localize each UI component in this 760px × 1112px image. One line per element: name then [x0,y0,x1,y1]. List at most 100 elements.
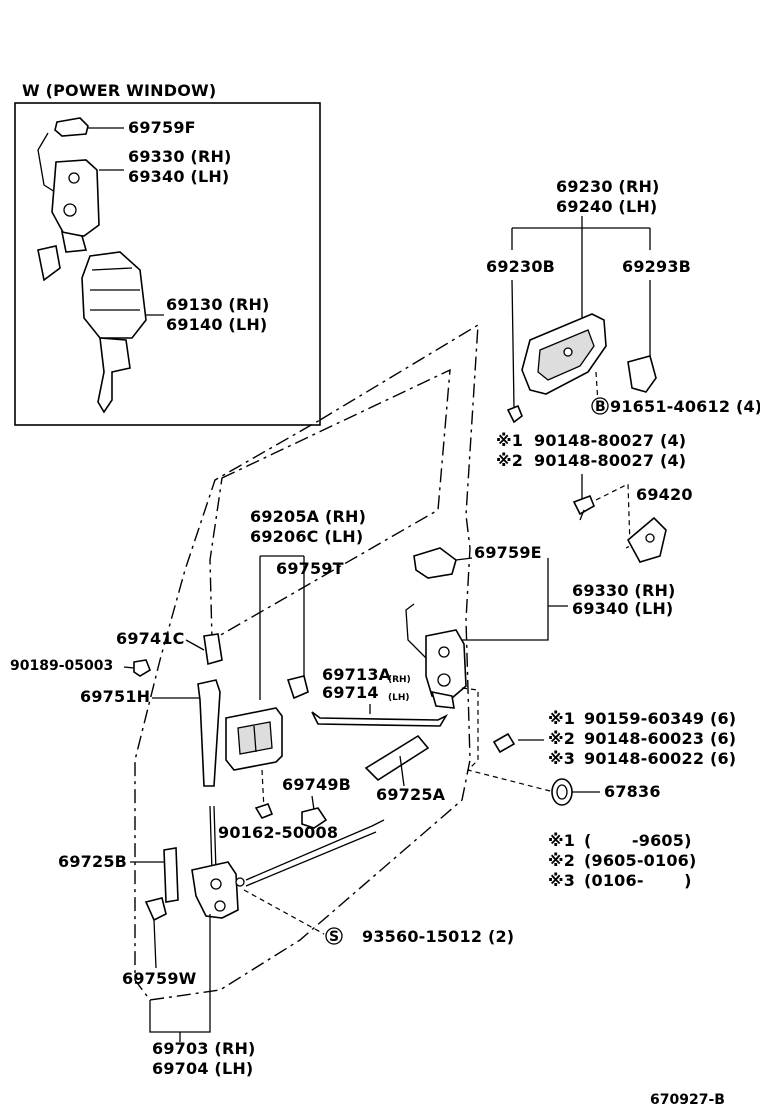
door-lock-body [425,629,467,699]
s1-mark: ※1 [548,709,575,728]
inset-lock-hole-2 [63,203,77,217]
clip-90189 [133,659,151,677]
label-69759F-inset: 69759F [128,118,196,137]
label-69340-lh-inset: 69340 (LH) [128,167,229,186]
leader-90189 [123,666,135,669]
label-69140-lh: 69140 (LH) [166,315,267,334]
clip-69759W [144,897,167,922]
door-lock-group: 69759E 69330 (RH) 69340 (LH) [405,543,676,709]
clip-69759T [286,675,309,700]
label-90159: 90159-60349 (6) [584,709,736,728]
leader-69420-dash [595,483,631,549]
inset-actuator-ribs [90,267,140,311]
label-67836: 67836 [604,782,661,801]
bracket-69330 [460,558,549,641]
guide-69741C [203,633,223,666]
inset-frame [14,102,321,426]
left-side-parts: 69741C 90189-05003 69751H [10,629,223,787]
label-69206C-lh: 69206C (LH) [250,527,363,546]
bolt-90148-80027 [572,494,596,516]
label-69230B: 69230B [486,257,555,276]
label-90148-80027-b: 90148-80027 (4) [534,451,686,470]
inset-lock-foot [60,230,88,253]
leader-69741C [185,639,205,651]
rod-group: 69713A (RH) 69714 (LH) [311,665,449,727]
b-code-circle [591,397,609,415]
lower-door-lock [191,861,239,919]
figure-id: 670927-B [650,1092,725,1108]
label-69330-rh: 69330 (RH) [572,581,676,600]
label-rh-small: (RH) [388,675,411,685]
label-69340-lh: 69340 (LH) [572,599,673,618]
handle-pivot [563,347,573,357]
lock-rod [405,603,431,663]
s-code-circle [325,927,343,945]
pad-69725B [163,847,179,903]
n1-mark: ※1 [548,831,575,850]
screw-90162 [254,803,274,819]
label-69759W: 69759W [122,969,197,988]
note1-mark: ※1 [496,431,523,450]
label-69130-rh: 69130 (RH) [166,295,270,314]
bracket-69230 [511,216,651,320]
label-91651: 91651-40612 (4) [610,397,760,416]
label-69713A: 69713A [322,665,392,684]
cover-69751H [197,679,221,787]
power-window-inset: W (POWER WINDOW) 69759F 69330 (RH) 69340… [14,81,321,426]
inside-handle-group: 69205A (RH) 69206C (LH) 69759T 90162-500… [218,507,366,842]
n3-range: (0106- ) [584,871,692,890]
leader-69725A [399,755,405,787]
clip-69749B [301,807,328,829]
s-code-letter: S [329,929,339,945]
rod-69713A [311,711,449,727]
label-69703-rh: 69703 (RH) [152,1039,256,1058]
label-90148-80027-a: 90148-80027 (4) [534,431,686,450]
label-69420: 69420 [636,485,693,504]
label-69205A-rh: 69205A (RH) [250,507,366,526]
screw-69230B [506,404,523,424]
label-69725B: 69725B [58,852,127,871]
label-69293B: 69293B [622,257,691,276]
label-69714: 69714 [322,683,379,702]
door-outline [134,323,479,1001]
label-69759T: 69759T [276,559,344,578]
inset-title: W (POWER WINDOW) [22,81,216,100]
label-90162: 90162-50008 [218,823,338,842]
label-69704-lh: 69704 (LH) [152,1059,253,1078]
door-window-line [209,368,451,642]
inset-rod [37,132,56,193]
label-90148-60023: 90148-60023 (6) [584,729,736,748]
inset-lock-hole [68,172,80,184]
inset-bracket [37,245,61,282]
leader-69749B [311,795,315,811]
bracket-69205A [259,555,305,700]
bolt-group-lower: ※1 90159-60349 (6) ※2 90148-60023 (6) ※3… [461,687,736,793]
cushion-67836-hole [556,784,568,800]
lower-lock-hole-1 [210,878,222,890]
leader-69759W [153,919,157,969]
leader-90162-dash [261,769,265,811]
n2-range: (9605-0106) [584,851,697,870]
lower-lock-pin [235,877,245,887]
s3-mark: ※3 [548,749,575,768]
label-90189: 90189-05003 [10,658,113,674]
inset-clip-69759F [54,117,89,137]
inset-actuator [81,251,147,339]
inset-actuator-arm [97,337,131,414]
leader-93560-dash [243,889,325,935]
lock-hole-2 [437,673,451,687]
b-code-letter: B [595,399,606,415]
lower-lock-hole-2 [214,900,226,912]
lower-vertical-rod [209,805,213,873]
s2-mark: ※2 [548,729,575,748]
label-69725A: 69725A [376,785,446,804]
inside-handle-divider [253,725,257,753]
outside-handle-group: 69230 (RH) 69240 (LH) 69230B 69293B B 91… [486,177,760,424]
lower-link-rod [245,819,385,881]
pad-69725A [364,734,430,782]
striker-hole [645,533,655,543]
middle-parts: 69749B 69725A 67836 [282,734,661,829]
clip-69759E [413,547,457,579]
label-93560: 93560-15012 (2) [362,927,514,946]
